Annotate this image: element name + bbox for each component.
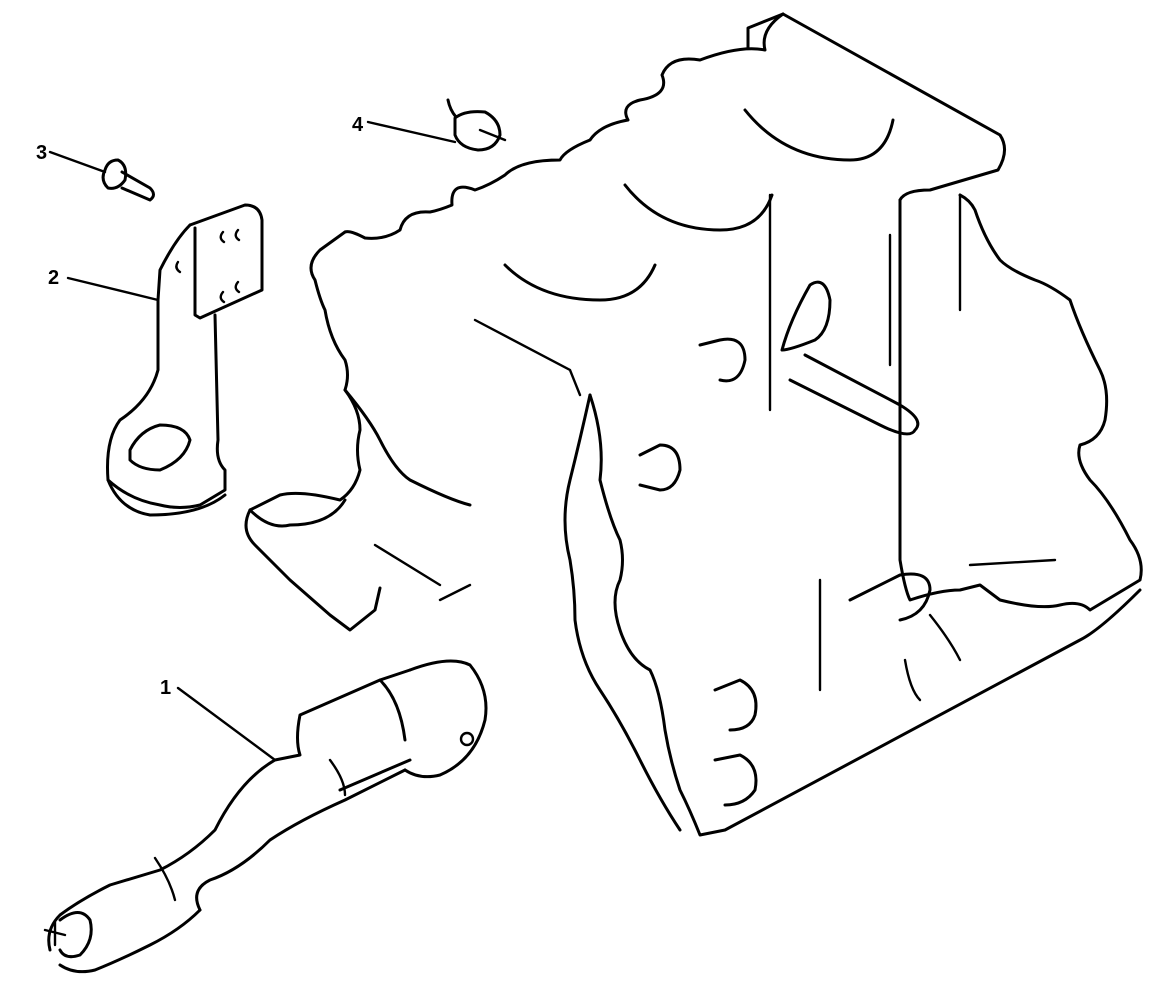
callout-2: 2 <box>48 267 60 289</box>
part-1-oil-pipe <box>43 659 488 974</box>
callout-4: 4 <box>352 114 364 136</box>
part-4-switch <box>366 98 507 152</box>
callout-1: 1 <box>160 677 172 699</box>
engine-block <box>244 12 1143 837</box>
callout-3: 3 <box>36 142 48 164</box>
part-3-bolt <box>48 150 155 202</box>
part-2-bracket <box>66 203 264 517</box>
